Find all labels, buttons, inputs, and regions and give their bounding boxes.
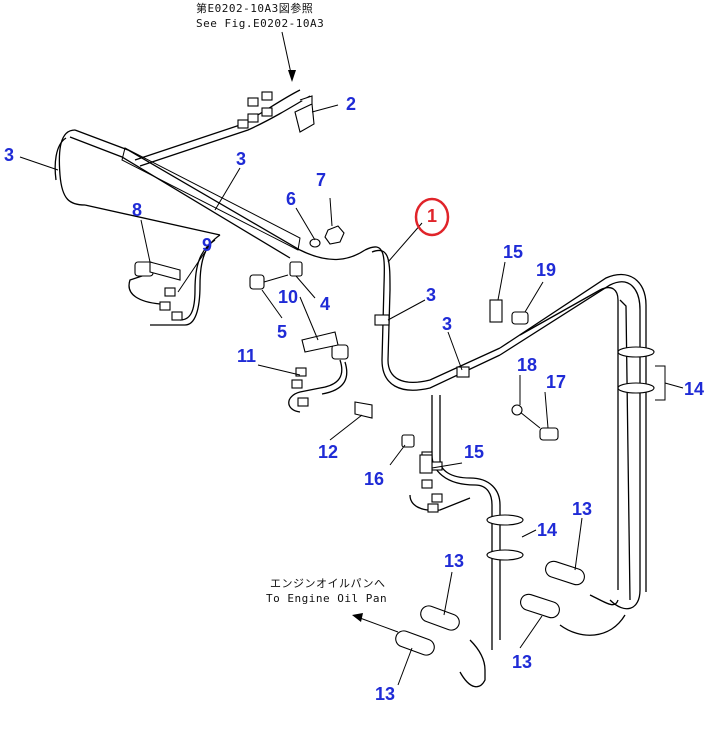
part-label-14[interactable]: 14 xyxy=(537,520,558,540)
part-label-16[interactable]: 16 xyxy=(364,469,385,489)
part-label-19[interactable]: 19 xyxy=(536,260,557,280)
part-label-13[interactable]: 13 xyxy=(444,551,465,571)
part-label-12[interactable]: 12 xyxy=(318,442,339,462)
part-label-13[interactable]: 13 xyxy=(572,499,593,519)
part-label-17[interactable]: 17 xyxy=(546,372,567,392)
highlight-ring xyxy=(414,197,450,237)
engine-note-en: To Engine Oil Pan xyxy=(266,592,388,605)
part-label-9[interactable]: 9 xyxy=(202,235,213,255)
reference-arrow-top xyxy=(281,31,296,82)
part-label-7[interactable]: 7 xyxy=(316,170,327,190)
main-pipe xyxy=(364,246,501,391)
bolt-parts xyxy=(249,225,345,290)
reference-note-en: See Fig.E0202-10A3 xyxy=(196,17,325,30)
part-label-15[interactable]: 15 xyxy=(503,242,524,262)
lower-left-hoses xyxy=(288,331,373,419)
part-label-13[interactable]: 13 xyxy=(375,684,396,704)
leader-lines xyxy=(19,104,684,686)
hoses-13 xyxy=(395,560,619,688)
part-label-18[interactable]: 18 xyxy=(517,355,538,375)
part-label-10[interactable]: 10 xyxy=(278,287,299,307)
bolts-right xyxy=(419,299,559,474)
right-u-pipes xyxy=(499,273,666,636)
engine-note-jp: エンジンオイルパンへ xyxy=(270,577,386,590)
part-label-13[interactable]: 13 xyxy=(512,652,533,672)
middle-pipes xyxy=(401,395,524,650)
part-label-6[interactable]: 6 xyxy=(286,189,297,209)
part-label-4[interactable]: 4 xyxy=(320,294,331,314)
part-label-3[interactable]: 3 xyxy=(426,285,437,305)
left-hoses xyxy=(128,234,221,326)
part-label-5[interactable]: 5 xyxy=(277,322,288,342)
part-label-3[interactable]: 3 xyxy=(4,145,15,165)
part-label-11[interactable]: 11 xyxy=(237,346,257,366)
part-label-8[interactable]: 8 xyxy=(132,200,143,220)
part-label-15[interactable]: 15 xyxy=(464,442,485,462)
engine-arrow xyxy=(352,613,399,633)
connectors-top xyxy=(237,91,315,133)
part-label-1-highlighted[interactable]: 1 xyxy=(426,206,437,226)
part-label-3[interactable]: 3 xyxy=(236,149,247,169)
part-label-14[interactable]: 14 xyxy=(684,379,705,399)
reference-note-jp: 第E0202-10A3図参照 xyxy=(196,2,314,15)
part-label-2[interactable]: 2 xyxy=(346,94,357,114)
part-label-3[interactable]: 3 xyxy=(442,314,453,334)
